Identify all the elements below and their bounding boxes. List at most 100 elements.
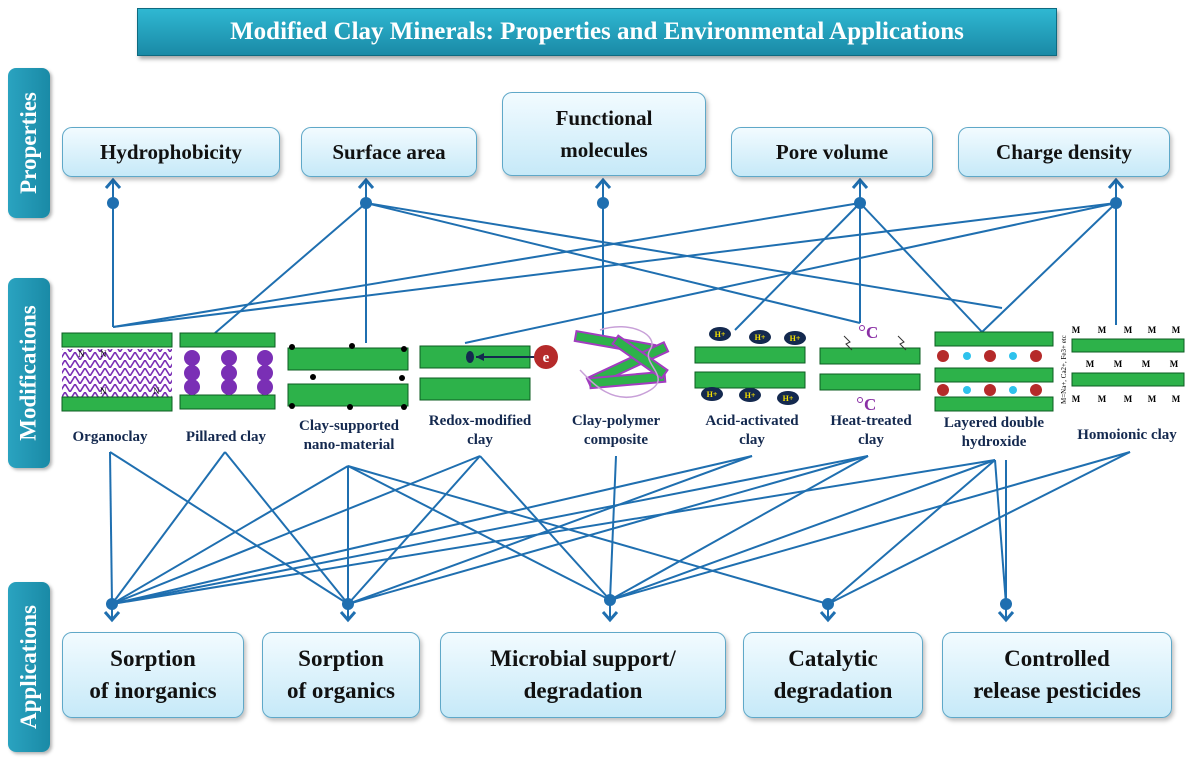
svg-text:H+: H+ bbox=[707, 390, 718, 399]
property-link bbox=[734, 202, 861, 331]
application-link bbox=[479, 455, 611, 601]
applications-tab-label: Applications bbox=[16, 605, 42, 729]
application-arrow-0 bbox=[103, 611, 121, 623]
svg-text:M: M bbox=[1172, 394, 1181, 404]
properties-tab-label: Properties bbox=[16, 92, 42, 194]
application-link bbox=[994, 459, 1007, 605]
application-link bbox=[347, 455, 481, 605]
application-arrow-3 bbox=[819, 611, 837, 623]
application-link bbox=[827, 451, 1131, 605]
svg-text:M: M bbox=[1086, 359, 1095, 369]
ldh-icon bbox=[934, 331, 1054, 412]
svg-text:N: N bbox=[153, 386, 160, 396]
application-arrow-4 bbox=[997, 611, 1015, 623]
svg-text:M: M bbox=[1072, 325, 1081, 335]
svg-text:M: M bbox=[1072, 394, 1081, 404]
property-arrow-2 bbox=[594, 177, 612, 189]
svg-text:M: M bbox=[1170, 359, 1179, 369]
application-sorption-inorganics: Sorption of inorganics bbox=[62, 632, 244, 718]
svg-text:H+: H+ bbox=[783, 394, 794, 403]
property-hub-2 bbox=[597, 197, 609, 209]
property-charge-density: Charge density bbox=[958, 127, 1170, 177]
property-arrow-0 bbox=[104, 177, 122, 189]
application-link bbox=[111, 455, 753, 605]
application-hub-4 bbox=[1000, 598, 1012, 610]
svg-text:M: M bbox=[1098, 394, 1107, 404]
property-hydrophobicity: Hydrophobicity bbox=[62, 127, 280, 177]
property-arrow-1 bbox=[357, 177, 375, 189]
modification-clay-polymer: Clay-polymer composite bbox=[571, 413, 661, 448]
property-link bbox=[112, 202, 861, 328]
nano-material-icon bbox=[287, 343, 409, 410]
application-microbial-support: Microbial support/ degradation bbox=[440, 632, 726, 718]
svg-text:H+: H+ bbox=[790, 334, 801, 343]
modification-heat-treated: Heat-treated clay bbox=[830, 413, 912, 448]
application-hub-2 bbox=[604, 594, 616, 606]
svg-text:N: N bbox=[100, 349, 107, 359]
pillared-clay-icon bbox=[179, 332, 276, 410]
property-arrow-3 bbox=[851, 177, 869, 189]
svg-text:H+: H+ bbox=[755, 333, 766, 342]
svg-text:N: N bbox=[100, 386, 107, 396]
property-link bbox=[365, 202, 861, 324]
property-link bbox=[112, 202, 1117, 328]
modification-nano-material: Clay-supported nano-material bbox=[298, 418, 399, 453]
heat-clay-icon: C C bbox=[819, 323, 921, 414]
modification-acid-activated: Acid-activated clay bbox=[705, 413, 799, 448]
modifications-tab-label: Modifications bbox=[16, 305, 42, 441]
application-link bbox=[111, 455, 869, 605]
application-link bbox=[609, 459, 996, 601]
svg-text:M: M bbox=[1124, 394, 1133, 404]
svg-text:M: M bbox=[1098, 325, 1107, 335]
clay-polymer-icon bbox=[573, 326, 670, 398]
svg-text:M: M bbox=[1148, 394, 1157, 404]
svg-text:C: C bbox=[864, 395, 876, 414]
property-surface-area: Surface area bbox=[301, 127, 477, 177]
diagram-title: Modified Clay Minerals: Properties and E… bbox=[137, 8, 1057, 56]
application-link bbox=[224, 451, 349, 605]
property-link bbox=[464, 202, 1117, 344]
application-link bbox=[111, 459, 996, 605]
modification-redox-clay: Redox-modified clay bbox=[428, 413, 532, 448]
acid-clay-icon: H+ H+ H+ H+ H+ H+ bbox=[694, 327, 806, 405]
application-link bbox=[111, 465, 349, 605]
property-hub-3 bbox=[854, 197, 866, 209]
application-link bbox=[347, 455, 869, 605]
property-functional-molecules: Functional molecules bbox=[502, 92, 706, 176]
property-pore-volume: Pore volume bbox=[731, 127, 933, 177]
property-hub-1 bbox=[360, 197, 372, 209]
application-link bbox=[609, 451, 1131, 601]
application-link bbox=[109, 451, 113, 605]
application-link bbox=[827, 459, 996, 605]
modifications-tab: Modifications bbox=[8, 278, 50, 468]
application-hub-3 bbox=[822, 598, 834, 610]
connection-lines bbox=[109, 182, 1131, 618]
property-hub-4 bbox=[1110, 197, 1122, 209]
svg-text:M: M bbox=[1142, 359, 1151, 369]
svg-text:N: N bbox=[78, 349, 85, 359]
application-hub-0 bbox=[106, 598, 118, 610]
applications-tab: Applications bbox=[8, 582, 50, 752]
organoclay-icon: N N N N bbox=[61, 332, 173, 412]
modification-homoionic: Homoionic clay bbox=[1077, 427, 1177, 443]
application-link bbox=[347, 455, 753, 605]
property-link bbox=[981, 202, 1117, 333]
application-link bbox=[111, 451, 226, 605]
svg-text:e: e bbox=[543, 350, 550, 366]
application-controlled-release: Controlled release pesticides bbox=[942, 632, 1172, 718]
application-link bbox=[109, 451, 349, 605]
property-link bbox=[859, 202, 983, 333]
modification-ldh: Layered double hydroxide bbox=[943, 415, 1045, 450]
property-arrow-4 bbox=[1107, 177, 1125, 189]
svg-text:C: C bbox=[866, 323, 878, 342]
property-link bbox=[214, 202, 367, 334]
modification-organoclay: Organoclay bbox=[72, 429, 148, 445]
svg-text:M: M bbox=[1172, 325, 1181, 335]
svg-text:M: M bbox=[1124, 325, 1133, 335]
property-hub-0 bbox=[107, 197, 119, 209]
svg-text:H+: H+ bbox=[745, 391, 756, 400]
modification-pillared-clay: Pillared clay bbox=[185, 429, 267, 445]
connection-nodes bbox=[103, 177, 1125, 623]
